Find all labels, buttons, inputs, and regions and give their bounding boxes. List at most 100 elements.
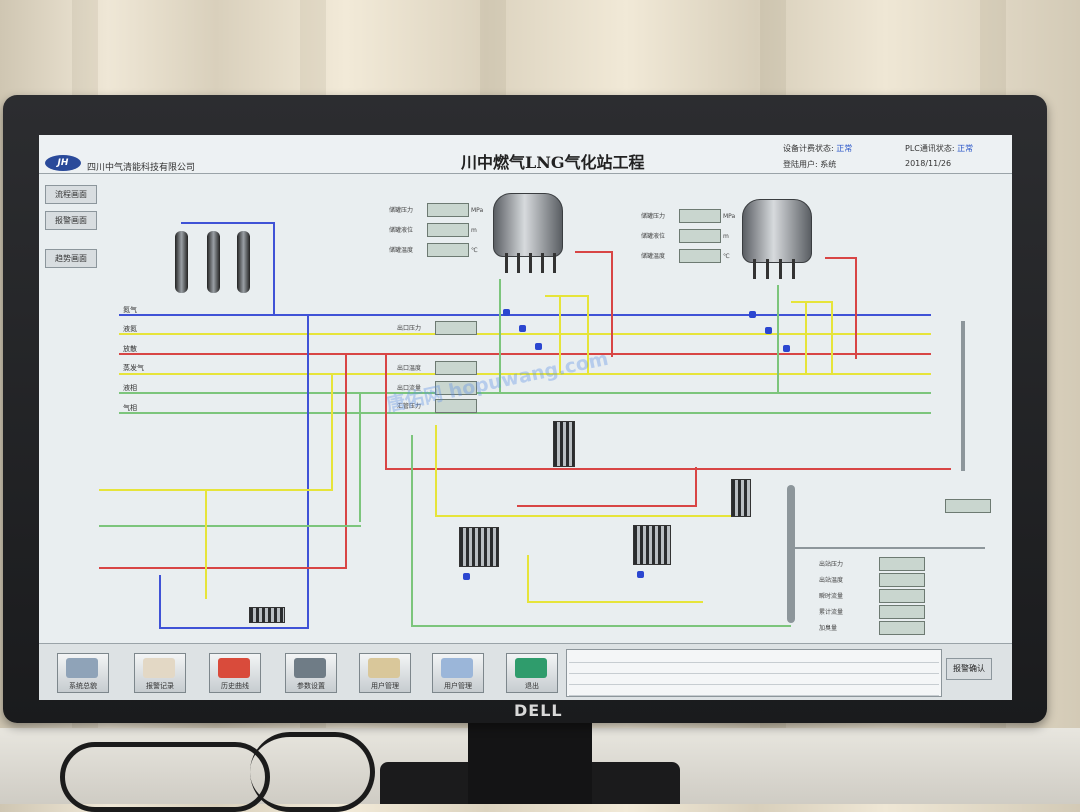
blue-valve-icon[interactable] bbox=[749, 311, 756, 318]
pipe-unload-bottom bbox=[159, 627, 309, 629]
blue-valve-icon[interactable] bbox=[637, 571, 644, 578]
comm-status-label: 设备计费状态: bbox=[783, 144, 834, 153]
pipe-vent-branch bbox=[695, 467, 697, 507]
left-tank-level-label: 储罐液位 bbox=[389, 227, 414, 234]
alarm-icon bbox=[143, 658, 175, 678]
left-tank-temp-label: 储罐温度 bbox=[389, 247, 414, 254]
outlet-flow-display bbox=[435, 381, 477, 395]
pipe-liquid-riser bbox=[359, 392, 361, 522]
header-pressure-label: 汇管压力 bbox=[397, 403, 422, 410]
pipe-vent bbox=[855, 257, 857, 359]
meter-row-value bbox=[879, 621, 925, 635]
outlet-pressure-display bbox=[435, 321, 477, 335]
tank-leg bbox=[766, 259, 769, 279]
header-pipe-gas-phase bbox=[119, 412, 931, 414]
pipe-vent bbox=[611, 251, 613, 357]
vaporizer-left[interactable] bbox=[459, 527, 499, 567]
pipe-unload bbox=[99, 489, 333, 491]
nitrogen-cylinder[interactable] bbox=[175, 231, 188, 293]
pipe-nitrogen bbox=[181, 222, 275, 224]
cable bbox=[60, 742, 270, 812]
header-pressure-display bbox=[435, 399, 477, 413]
flare-stack bbox=[961, 321, 965, 471]
outlet-temp-display bbox=[435, 361, 477, 375]
meter-row-label-pressure: 出站压力 bbox=[819, 561, 844, 568]
overview-icon bbox=[66, 658, 98, 678]
header-pipe-boil-off bbox=[119, 373, 931, 375]
pipe-nitrogen bbox=[273, 222, 275, 314]
nav-button-history[interactable]: 历史曲线 bbox=[209, 653, 261, 693]
header-pipe-liquid-phase bbox=[119, 392, 931, 394]
nitrogen-cylinder[interactable] bbox=[207, 231, 220, 293]
bog-heater[interactable] bbox=[553, 421, 575, 467]
lng-storage-tank-right[interactable] bbox=[742, 199, 812, 263]
nav-button-alarm-log[interactable]: 报警记录 bbox=[134, 653, 186, 693]
monitor-stand bbox=[468, 718, 592, 804]
outlet-pressure-label: 出口压力 bbox=[397, 325, 422, 332]
page-title: 川中燃气LNG气化站工程 bbox=[461, 153, 645, 172]
sidebar-item-trend[interactable]: 趋势画面 bbox=[45, 249, 97, 268]
settings-icon bbox=[368, 658, 400, 678]
comm-status: 设备计费状态: 正常 bbox=[783, 143, 852, 154]
pipe-vent bbox=[825, 257, 857, 259]
left-tank-temp-display bbox=[427, 243, 469, 257]
nav-button-users[interactable]: 用户管理 bbox=[359, 653, 411, 693]
lng-storage-tank-left[interactable] bbox=[493, 193, 563, 257]
nitrogen-cylinder[interactable] bbox=[237, 231, 250, 293]
right-tank-pressure-display bbox=[679, 209, 721, 223]
pipe-vent-riser bbox=[385, 353, 387, 469]
alarm-table[interactable] bbox=[566, 649, 942, 697]
pipe-vent-return bbox=[385, 468, 951, 470]
meter-row-value bbox=[879, 605, 925, 619]
pressurizer[interactable] bbox=[249, 607, 285, 623]
line-label-boil-off: 蒸发气 bbox=[123, 364, 144, 372]
comm-status-value: 正常 bbox=[836, 144, 853, 153]
pipe-nitrogen-riser bbox=[307, 314, 309, 628]
right-tank-temp-display bbox=[679, 249, 721, 263]
blue-valve-icon[interactable] bbox=[783, 345, 790, 352]
meter-row-label-total-flow: 累计流量 bbox=[819, 609, 844, 616]
sidebar-item-process[interactable]: 流程画面 bbox=[45, 185, 97, 204]
nav-button-params[interactable]: 参数设置 bbox=[285, 653, 337, 693]
nav-button-user-manage[interactable]: 用户管理 bbox=[432, 653, 484, 693]
company-name: 四川中气清能科技有限公司 bbox=[87, 163, 196, 173]
exit-icon bbox=[515, 658, 547, 678]
blue-valve-icon[interactable] bbox=[765, 327, 772, 334]
header-pipe-nitrogen bbox=[119, 314, 931, 316]
vaporizer-right[interactable] bbox=[633, 525, 671, 565]
nav-label: 用户管理 bbox=[371, 682, 399, 690]
nav-button-overview[interactable]: 系统总貌 bbox=[57, 653, 109, 693]
date-display: 2018/11/26 bbox=[905, 159, 952, 168]
table-row[interactable] bbox=[569, 652, 939, 663]
left-tank-pressure-display bbox=[427, 203, 469, 217]
blue-valve-icon[interactable] bbox=[519, 325, 526, 332]
tank-leg bbox=[541, 253, 544, 273]
meter-row-value bbox=[879, 557, 925, 571]
blue-valve-icon[interactable] bbox=[535, 343, 542, 350]
pipe-unload bbox=[99, 567, 347, 569]
water-bath-heater[interactable] bbox=[731, 479, 751, 517]
blue-valve-icon[interactable] bbox=[503, 309, 510, 316]
line-label-liquid-phase: 液相 bbox=[123, 384, 137, 392]
meter-row-value bbox=[879, 589, 925, 603]
line-label-nitrogen: 氮气 bbox=[123, 306, 137, 314]
pipe-boil-off bbox=[805, 301, 807, 373]
tank-leg bbox=[753, 259, 756, 279]
blue-valve-icon[interactable] bbox=[463, 573, 470, 580]
sidebar-item-alarm[interactable]: 报警画面 bbox=[45, 211, 97, 230]
table-row[interactable] bbox=[569, 663, 939, 674]
header-pipe-vent bbox=[119, 353, 931, 355]
nav-button-exit[interactable]: 退出 bbox=[506, 653, 558, 693]
nav-label: 历史曲线 bbox=[221, 682, 249, 690]
unit-label: MPa bbox=[723, 213, 736, 220]
table-row[interactable] bbox=[569, 674, 939, 685]
alarm-confirm-button[interactable]: 报警确认 bbox=[946, 658, 992, 680]
tank-leg bbox=[517, 253, 520, 273]
right-tank-temp-label: 储罐温度 bbox=[641, 253, 666, 260]
tank-leg bbox=[529, 253, 532, 273]
plc-status-value: 正常 bbox=[957, 144, 974, 153]
table-row[interactable] bbox=[569, 685, 939, 696]
cable bbox=[250, 732, 375, 812]
company-logo: JH bbox=[45, 155, 81, 171]
pipe-boil-off-riser bbox=[331, 373, 333, 489]
